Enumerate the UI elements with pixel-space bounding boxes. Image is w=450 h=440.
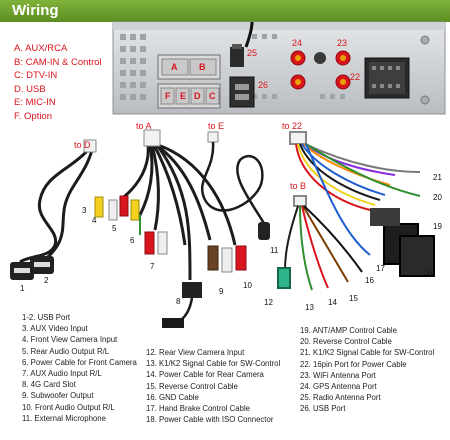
part-number: 13 — [305, 303, 314, 312]
port-number-26: 26 — [258, 80, 269, 90]
part-number: 8 — [176, 297, 181, 306]
port-number-25: 25 — [247, 48, 258, 58]
legend-item: 26. USB Port — [300, 404, 346, 414]
legend-item: 20. Reverse Control Cable — [300, 337, 392, 347]
page-title: Wiring — [12, 2, 59, 19]
legend-item: 6. Power Cable for Front Camera — [22, 357, 137, 367]
legend-item: 9. Subwoofer Output — [22, 391, 94, 401]
aux-rca-harness — [94, 129, 247, 328]
camera-control-harness — [277, 195, 363, 291]
legend-item: 24. GPS Antenna Port — [300, 382, 377, 392]
legend-item: 19. ANT/AMP Control Cable — [300, 326, 397, 335]
legend-item: 22. 16pin Port for Power Cable — [300, 359, 407, 369]
pointer-to-a: to A — [136, 121, 152, 131]
part-number: 15 — [349, 294, 358, 303]
legend-item: 12. Rear View Camera Input — [146, 348, 245, 357]
port-label-e: E — [180, 91, 187, 101]
port-label-f: F — [165, 91, 171, 101]
part-number: 6 — [130, 236, 135, 245]
usb-port-1-slot — [14, 268, 30, 273]
part-number: 4 — [92, 216, 97, 225]
port-label-c: C — [209, 91, 216, 101]
port-label-d: D — [194, 91, 201, 101]
part-number: 17 — [376, 264, 385, 273]
legend-item: 5. Rear Audio Output R/L — [22, 346, 110, 356]
port-label-a: A — [171, 62, 178, 72]
legend-item: 8. 4G Card Slot — [22, 380, 76, 390]
part-number: 7 — [150, 262, 155, 271]
part-number: 14 — [328, 298, 337, 307]
part-number: 20 — [433, 193, 442, 202]
connector-key-item: D. USB — [14, 83, 46, 95]
legend-item: 1-2. USB Port — [22, 313, 71, 322]
legend-item: 21. K1/K2 Signal Cable for SW-Control — [300, 348, 435, 358]
legend-item: 18. Power Cable with ISO Connector — [146, 415, 274, 425]
usb-connector-d — [83, 139, 97, 153]
part-number: 3 — [82, 206, 87, 215]
part-number: 21 — [433, 173, 442, 182]
part-number: 2 — [44, 276, 49, 285]
connector-key: A. AUX/RCA B: CAM-IN & Control C: DTV-IN… — [14, 42, 102, 124]
pointer-to-b: to B — [290, 181, 307, 191]
legend-item: 25. Radio Antenna Port — [300, 393, 381, 403]
port-number-23: 23 — [337, 38, 348, 48]
legend-item: 4. Front View Camera Input — [22, 335, 118, 345]
pointer-to-e: to E — [208, 121, 225, 131]
usb-cables — [19, 148, 94, 264]
port-number-22: 22 — [350, 72, 361, 82]
legend-item: 15. Reverse Control Cable — [146, 381, 238, 391]
part-number: 10 — [243, 281, 252, 290]
legend-item: 14. Power Cable for Rear Camera — [146, 370, 264, 380]
legend-item: 11. External Microphone — [22, 413, 106, 423]
legend-column-1: 1-2. USB Port 3. AUX Video Input 4. Fron… — [22, 312, 137, 424]
legend-item: 3. AUX Video Input — [22, 324, 88, 334]
legend-item: 7. AUX Audio Input R/L — [22, 369, 102, 379]
legend-column-3: 19. ANT/AMP Control Cable 20. Reverse Co… — [300, 325, 434, 415]
part-number: 9 — [219, 287, 224, 296]
pointer-to-22: to 22 — [282, 121, 303, 131]
legend-item: 13. K1/K2 Signal Cable for SW-Control — [146, 359, 281, 369]
power-harness — [289, 131, 435, 277]
legend-item: 10. Front Audio Output R/L — [22, 402, 115, 412]
port-label-b: B — [199, 62, 206, 72]
usb-port-2-slot — [34, 262, 50, 267]
legend-item: 16. GND Cable — [146, 392, 199, 402]
legend-column-2: 12. Rear View Camera Input 13. K1/K2 Sig… — [146, 347, 280, 425]
part-number: 5 — [112, 224, 117, 233]
pointer-to-d: to D — [74, 140, 91, 150]
header-bar: Wiring — [0, 0, 450, 22]
part-number: 19 — [433, 222, 442, 231]
connector-key-item: E: MIC-IN — [14, 97, 56, 109]
part-number: 12 — [264, 298, 273, 307]
microphone-cable — [200, 131, 270, 240]
part-number: 11 — [270, 246, 279, 255]
connector-key-item: C: DTV-IN — [14, 70, 58, 82]
part-number: 18 — [426, 270, 435, 279]
part-number: 1 — [20, 284, 25, 293]
legend-item: 17. Hand Brake Control Cable — [146, 404, 251, 414]
connector-key-item: B: CAM-IN & Control — [14, 56, 102, 68]
port-number-24: 24 — [292, 38, 303, 48]
connector-key-item: A. AUX/RCA — [14, 43, 68, 54]
connector-key-item: F. Option — [14, 110, 53, 122]
part-number: 16 — [365, 276, 374, 285]
head-unit-rear-panel — [112, 21, 446, 115]
legend-item: 23. WiFi Antenna Port — [300, 370, 376, 380]
